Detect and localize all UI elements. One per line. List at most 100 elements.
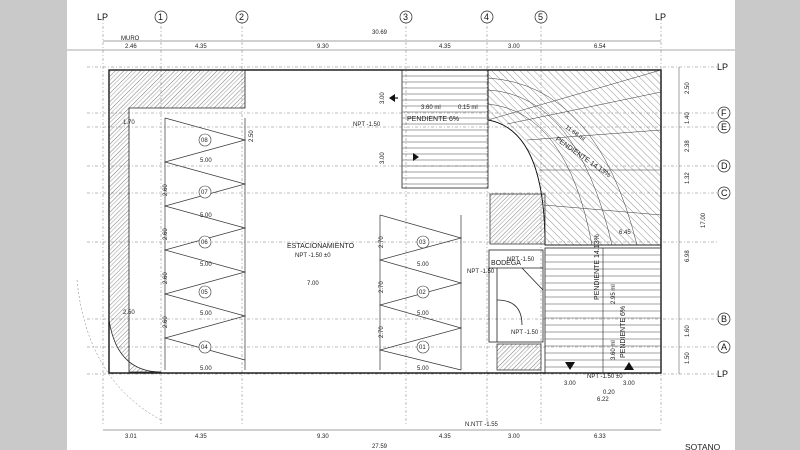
slope-right2-label: PENDIENTE 14.13%	[594, 234, 601, 300]
axis-label-5: 5	[538, 12, 543, 22]
axis-label-a: A	[721, 342, 727, 352]
bodega-room	[488, 249, 544, 343]
space-number: 03	[419, 240, 426, 246]
ramp-top-dim: 3.60 ml	[421, 105, 441, 111]
space-length: 5.00	[200, 366, 212, 372]
dim-right-overall: 17.00	[701, 212, 707, 228]
dim-bottom-2: 4.35	[195, 434, 207, 440]
space-length: 5.00	[417, 366, 429, 372]
space-number: 01	[419, 345, 426, 351]
floor-plan: LP 1 2 3 4 5 LP LP F E D C B A LP 30.69 …	[67, 10, 735, 450]
right-ramp-dim2: 2.95 ml	[611, 284, 617, 304]
parking-space-03: 03 5.00	[416, 235, 429, 268]
level-bottom: N.NTT -1.55	[465, 422, 499, 428]
dim-top-4: 4.35	[439, 44, 451, 50]
dim-right-3: 2.38	[685, 140, 691, 152]
axis-label-e: E	[721, 122, 727, 132]
left-width-3: 2.60	[163, 272, 169, 284]
level-bodega-2: NPT -1.50	[467, 269, 495, 275]
left-width-1: 2.60	[163, 184, 169, 196]
left-strip-dim2: 2.50	[123, 310, 135, 316]
space-number: 08	[201, 138, 208, 144]
axis-label-2: 2	[239, 12, 244, 22]
space-number: 04	[201, 345, 208, 351]
axis-label-lp-bottom: LP	[717, 369, 728, 379]
ramp-straight-right	[544, 247, 662, 374]
aisle-dim: 7.00	[307, 281, 319, 287]
ramp-top-dim2: 0.15 ml	[458, 105, 478, 111]
parking-space-06: 06 5.00	[198, 235, 212, 268]
mid-dim-c: 2.70	[379, 326, 385, 338]
dim-bottom-6: 6.33	[594, 434, 606, 440]
dim-top-3: 9.30	[317, 44, 329, 50]
mid-dim-a: 2.70	[379, 236, 385, 248]
dim-bottom-overall: 27.59	[372, 444, 388, 450]
dim-right-7: 1.50	[685, 352, 691, 364]
level-top: NPT -1.50	[353, 122, 381, 128]
dim-right-2: 1.40	[685, 112, 691, 124]
drawing-sheet: LP 1 2 3 4 5 LP LP F E D C B A LP 30.69 …	[67, 0, 735, 450]
axis-label-f: F	[721, 108, 727, 118]
dim-top-5: 3.00	[508, 44, 520, 50]
small-dim-2: 6.45	[619, 230, 631, 236]
space-length: 5.00	[200, 213, 212, 219]
level-bodega: NPT -1.50	[507, 257, 535, 263]
parking-space-07: 07 5.00	[198, 185, 212, 219]
axis-label-3: 3	[403, 12, 408, 22]
bottom-dim-c: 0.20	[603, 390, 615, 396]
space-length: 5.00	[200, 311, 212, 317]
sheet-title: SOTANO	[685, 442, 721, 450]
top-left-note: MURO	[121, 36, 140, 42]
space-length: 5.00	[200, 262, 212, 268]
left-width-4: 2.60	[163, 316, 169, 328]
site-arc	[76, 279, 162, 421]
row-axis-markers	[717, 106, 731, 354]
hatched-block-mid	[489, 193, 546, 245]
axis-label-d: D	[721, 161, 728, 171]
space-length: 5.00	[417, 262, 429, 268]
axis-label-lp-left: LP	[97, 12, 108, 22]
hatched-block-low	[496, 343, 542, 371]
level-parking: NPT -1.50 ±0	[295, 253, 331, 259]
parking-space-02: 02 5.00	[416, 285, 429, 317]
column-axis-markers	[154, 10, 548, 24]
parking-space-01: 01 5.00	[416, 340, 429, 372]
ramp-v2: 3.00	[380, 152, 386, 164]
dim-right-1: 2.50	[685, 82, 691, 94]
space-length: 5.00	[200, 158, 212, 164]
axis-label-4: 4	[484, 12, 489, 22]
bottom-dim-d: 6.22	[597, 397, 609, 403]
level-low: NPT -1.50	[511, 330, 539, 336]
dim-right-4: 1.32	[685, 172, 691, 184]
parking-label: ESTACIONAMIENTO	[287, 243, 355, 250]
bottom-dim-a: 3.00	[564, 381, 576, 387]
slope-right-label: PENDIENTE 6%	[620, 306, 627, 358]
axis-label-c: C	[721, 188, 728, 198]
small-dim-1: 2.50	[249, 130, 255, 142]
mid-dim-b: 2.70	[379, 281, 385, 293]
space-number: 07	[201, 190, 208, 196]
ramp-straight-top	[389, 69, 489, 189]
parking-space-04: 04 5.00	[198, 340, 212, 372]
ramp-v1: 3.00	[380, 92, 386, 104]
bottom-dim-b: 3.00	[623, 381, 635, 387]
space-number: 06	[201, 240, 208, 246]
dim-bottom-5: 3.00	[508, 434, 520, 440]
left-retaining-wall	[108, 69, 246, 373]
dim-top-2: 4.35	[195, 44, 207, 50]
parking-space-05: 05 5.00	[198, 285, 212, 317]
axis-label-b: B	[721, 314, 727, 324]
dim-right-6: 1.60	[685, 325, 691, 337]
axis-label-lp-top: LP	[717, 62, 728, 72]
dim-top-6: 6.54	[594, 44, 606, 50]
grid-lines	[87, 18, 717, 425]
axis-label-1: 1	[158, 12, 163, 22]
parking-space-08: 08 5.00	[198, 133, 212, 164]
axis-label-lp-right: LP	[655, 12, 666, 22]
dim-bottom-1: 3.01	[125, 434, 137, 440]
ramp-curved	[487, 69, 662, 246]
space-length: 5.00	[417, 311, 429, 317]
left-width-2: 2.60	[163, 228, 169, 240]
dim-right-5: 6.98	[685, 250, 691, 262]
dim-bottom-4: 4.35	[439, 434, 451, 440]
